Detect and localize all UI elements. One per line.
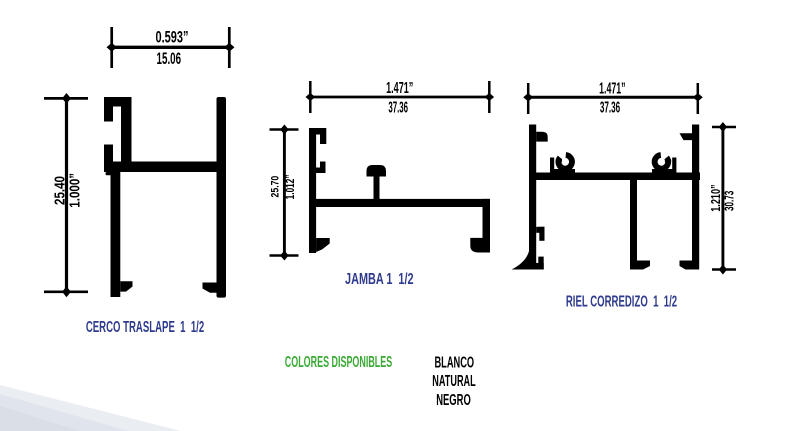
svg-text:37.36: 37.36 <box>600 99 620 117</box>
svg-text:25.70: 25.70 <box>269 175 281 197</box>
svg-text:1.012”: 1.012” <box>285 174 298 199</box>
svg-text:BLANCO: BLANCO <box>434 353 474 371</box>
svg-text:NATURAL: NATURAL <box>432 371 475 389</box>
svg-text:NEGRO: NEGRO <box>436 391 471 409</box>
svg-text:0.593”: 0.593” <box>156 27 189 46</box>
svg-text:15.06: 15.06 <box>157 50 182 68</box>
svg-text:1.000”: 1.000” <box>66 173 83 208</box>
svg-text:37.36: 37.36 <box>388 99 408 117</box>
svg-text:30.73: 30.73 <box>723 191 737 211</box>
svg-text:25.40: 25.40 <box>51 176 68 205</box>
svg-text:CERCO TRASLAPE 1 1/2: CERCO TRASLAPE 1 1/2 <box>86 318 204 336</box>
svg-text:RIEL CORREDIZO 1 1/2: RIEL CORREDIZO 1 1/2 <box>566 292 677 310</box>
svg-text:COLORES DISPONIBLES: COLORES DISPONIBLES <box>285 352 393 371</box>
svg-text:1.471”: 1.471” <box>599 80 625 97</box>
svg-text:1.210”: 1.210” <box>710 184 724 211</box>
svg-text:JAMBA 1 1/2: JAMBA 1 1/2 <box>345 270 414 288</box>
svg-text:1.471”: 1.471” <box>386 80 413 97</box>
